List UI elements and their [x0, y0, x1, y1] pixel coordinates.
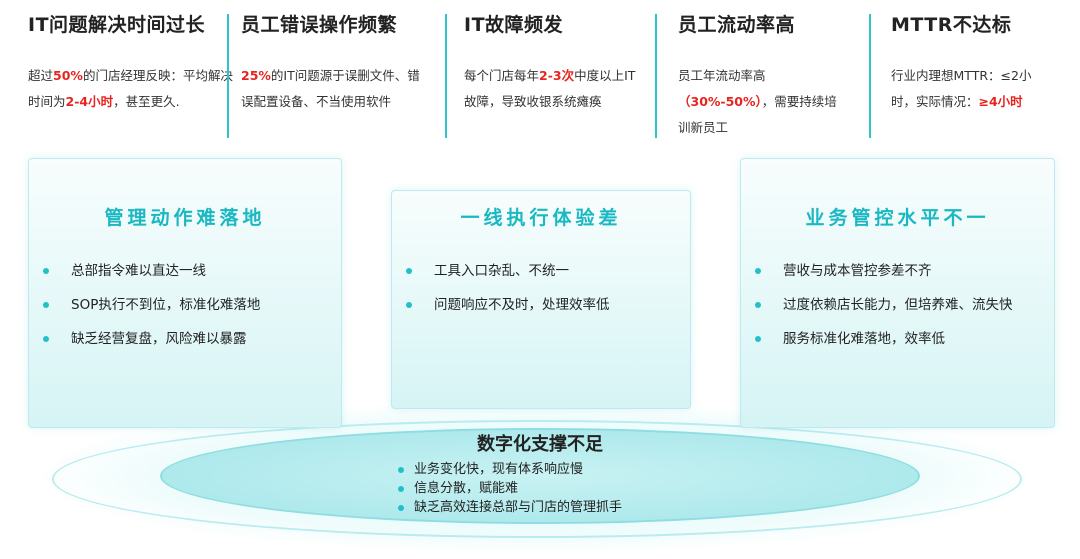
list-item-text: 缺乏经营复盘，风险难以暴露 — [71, 331, 247, 347]
list-item: 总部指令难以直达一线 — [29, 254, 341, 288]
highlight-text: 25% — [241, 68, 271, 83]
divider — [227, 14, 229, 138]
stat-title: IT故障频发 — [464, 14, 564, 36]
highlight-text: 2-3次 — [539, 68, 575, 83]
stat-4: 员工流动率高 员工年流动率高 （30%-50%），需要持续培训新员工 — [678, 10, 848, 141]
card-execution: 一线执行体验差 工具入口杂乱、不统一问题响应不及时，处理效率低 — [391, 190, 691, 409]
card-title: 管理动作难落地 — [104, 207, 266, 229]
desc-text: 每个门店每年 — [464, 68, 540, 83]
base-ring — [52, 420, 1022, 538]
card-business: 业务管控水平不一 营收与成本管控参差不齐过度依赖店长能力，但培养难、流失快服务标… — [740, 158, 1055, 428]
list-item-text: 过度依赖店长能力，但培养难、流失快 — [783, 297, 1013, 313]
list-item-text: 问题响应不及时，处理效率低 — [434, 297, 610, 313]
bullet-icon — [755, 336, 761, 342]
bullet-icon — [398, 486, 404, 492]
desc-text: 中度以上IT故障，导致收银系统瘫痪 — [464, 68, 636, 109]
desc-text: 的IT问题源于误删文件、错误配置设备、不当使用软件 — [241, 68, 420, 109]
bullet-icon — [398, 467, 404, 473]
highlight-text: 50% — [53, 68, 83, 83]
desc-text: 的门店经理反映： — [82, 68, 183, 83]
stats-row: IT问题解决时间过长 超过50%的门店经理反映：平均解决时间为2-4小时，甚至更… — [0, 0, 1080, 150]
desc-text: ，需要持续培训新员工 — [678, 94, 837, 135]
stat-desc: 25%的IT问题源于误删文件、错误配置设备、不当使用软件 — [241, 63, 426, 115]
stat-5: MTTR不达标 行业内理想MTTR：≤2小时，实际情况：≥4小时 — [891, 10, 1041, 115]
card-title: 业务管控水平不一 — [805, 207, 990, 229]
desc-text: ，甚至更久. — [113, 94, 180, 109]
card-list: 工具入口杂乱、不统一问题响应不及时，处理效率低 — [392, 254, 690, 322]
list-item-text: 营收与成本管控参差不齐 — [783, 263, 932, 279]
divider — [655, 14, 657, 138]
bullet-icon — [398, 505, 404, 511]
desc-text: 员工年流动率高 — [678, 68, 766, 83]
stat-2: 员工错误操作频繁 25%的IT问题源于误删文件、错误配置设备、不当使用软件 — [241, 10, 426, 115]
card-title: 一线执行体验差 — [460, 207, 622, 229]
desc-text: 行业内理想MTTR：≤2小时，实际情况： — [891, 68, 1032, 109]
stat-title: MTTR不达标 — [891, 14, 1012, 36]
base-platform — [160, 428, 920, 524]
card-list: 营收与成本管控参差不齐过度依赖店长能力，但培养难、流失快服务标准化难落地，效率低 — [741, 254, 1054, 356]
stat-1: IT问题解决时间过长 超过50%的门店经理反映：平均解决时间为2-4小时，甚至更… — [28, 10, 233, 115]
base-list: 业务变化快，现有体系响应慢信息分散，赋能难缺乏高效连接总部与门店的管理抓手 — [396, 460, 622, 517]
list-item: 业务变化快，现有体系响应慢 — [396, 460, 622, 479]
stat-desc: 行业内理想MTTR：≤2小时，实际情况：≥4小时 — [891, 63, 1041, 115]
bullet-icon — [406, 302, 412, 308]
list-item: SOP执行不到位，标准化难落地 — [29, 288, 341, 322]
list-item-text: 总部指令难以直达一线 — [71, 263, 206, 279]
list-item: 服务标准化难落地，效率低 — [741, 322, 1054, 356]
list-item-text: 工具入口杂乱、不统一 — [434, 263, 569, 279]
list-item-text: 业务变化快，现有体系响应慢 — [414, 462, 584, 477]
stat-desc: 每个门店每年2-3次中度以上IT故障，导致收银系统瘫痪 — [464, 63, 644, 115]
stat-title: 员工错误操作频繁 — [241, 14, 398, 36]
bullet-icon — [755, 302, 761, 308]
list-item: 问题响应不及时，处理效率低 — [392, 288, 690, 322]
stat-title: 员工流动率高 — [678, 14, 796, 36]
list-item-text: 信息分散，赋能难 — [414, 481, 519, 496]
list-item: 信息分散，赋能难 — [396, 479, 622, 498]
divider — [869, 14, 871, 138]
card-list: 总部指令难以直达一线 SOP执行不到位，标准化难落地缺乏经营复盘，风险难以暴露 — [29, 254, 341, 356]
bullet-icon — [43, 302, 49, 308]
list-item: 缺乏经营复盘，风险难以暴露 — [29, 322, 341, 356]
desc-text: 平均解决时间为 — [28, 68, 233, 109]
bullet-icon — [755, 268, 761, 274]
card-management: 管理动作难落地 总部指令难以直达一线 SOP执行不到位，标准化难落地缺乏经营复盘，… — [28, 158, 342, 428]
base-title: 数字化支撑不足 — [477, 434, 603, 455]
stat-desc: 超过50%的门店经理反映：平均解决时间为2-4小时，甚至更久. — [28, 63, 233, 115]
highlight-text: 2-4小时 — [65, 94, 114, 109]
list-item: 营收与成本管控参差不齐 — [741, 254, 1054, 288]
stat-3: IT故障频发 每个门店每年2-3次中度以上IT故障，导致收银系统瘫痪 — [464, 10, 644, 115]
bullet-icon — [406, 268, 412, 274]
desc-text: 超过 — [28, 68, 54, 83]
list-item-text: SOP执行不到位，标准化难落地 — [71, 297, 261, 313]
bullet-icon — [43, 268, 49, 274]
highlight-text: ≥4小时 — [978, 94, 1023, 109]
list-item-text: 服务标准化难落地，效率低 — [783, 331, 945, 347]
divider — [445, 14, 447, 138]
bullet-icon — [43, 336, 49, 342]
list-item: 缺乏高效连接总部与门店的管理抓手 — [396, 498, 622, 517]
list-item: 工具入口杂乱、不统一 — [392, 254, 690, 288]
list-item-text: 缺乏高效连接总部与门店的管理抓手 — [414, 500, 623, 515]
highlight-text: （30%-50%） — [678, 94, 762, 109]
stat-desc: 员工年流动率高 （30%-50%），需要持续培训新员工 — [678, 63, 848, 141]
stat-title: IT问题解决时间过长 — [28, 14, 206, 36]
list-item: 过度依赖店长能力，但培养难、流失快 — [741, 288, 1054, 322]
